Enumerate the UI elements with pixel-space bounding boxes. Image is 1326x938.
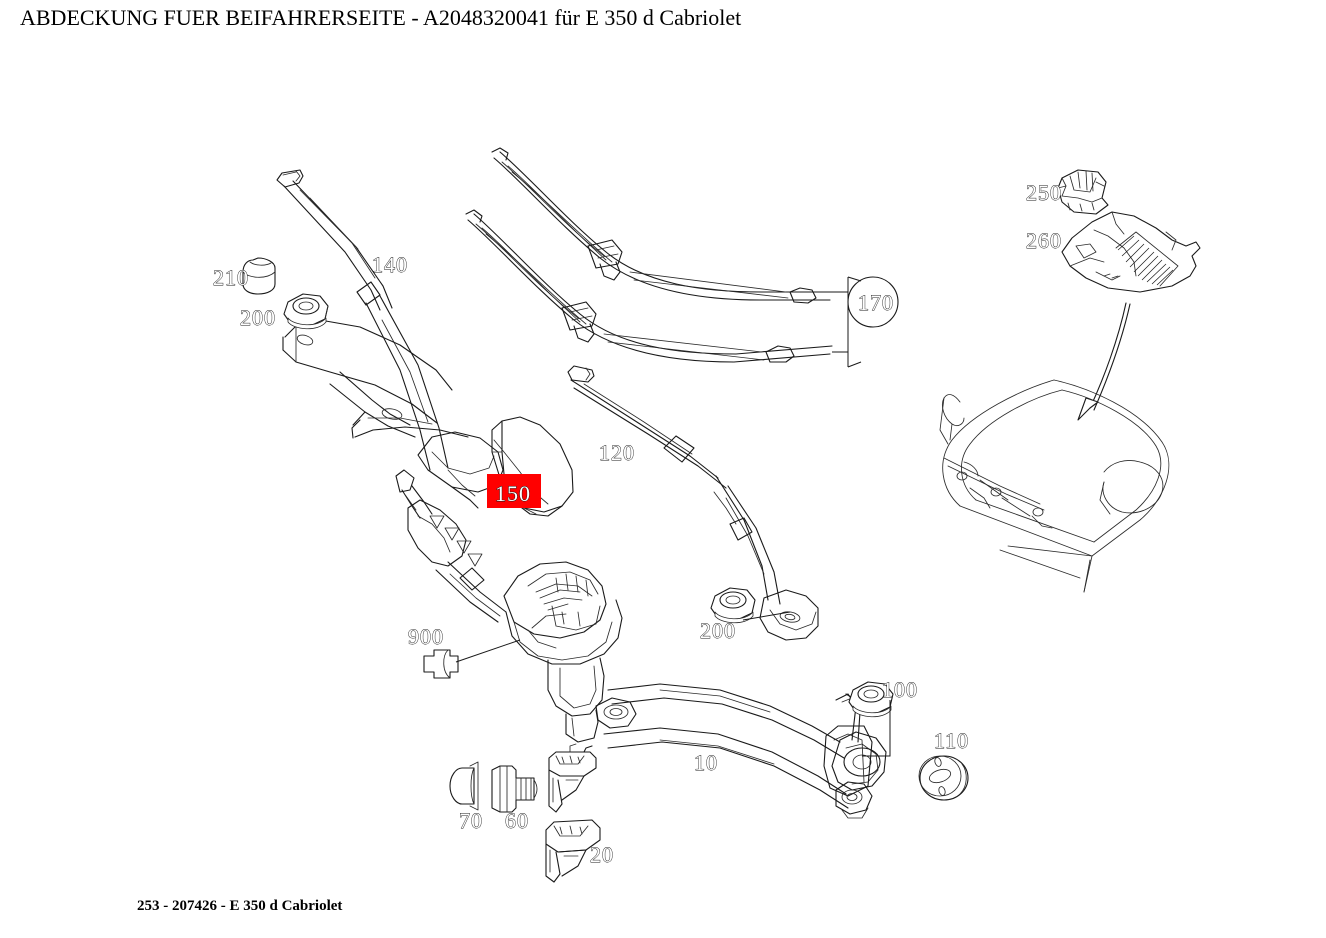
callout-150: 150 <box>495 481 531 506</box>
callout-60: 60 <box>505 808 529 833</box>
page-title: ABDECKUNG FUER BEIFAHRERSEITE - A2048320… <box>20 5 742 30</box>
callout-labels: 210 200 140 170 250 260 120 900 200 100 … <box>213 180 1062 868</box>
part-200-hex-nut-upper <box>283 293 329 330</box>
callout-200-upper: 200 <box>240 305 276 330</box>
callout-250: 250 <box>1026 180 1062 205</box>
callout-140: 140 <box>372 252 408 277</box>
part-120-wiper-arm <box>567 365 819 641</box>
part-250-rain-sensor <box>1057 169 1109 215</box>
callout-70: 70 <box>459 808 483 833</box>
part-70-grommet <box>449 761 479 811</box>
callout-210: 210 <box>213 265 249 290</box>
part-100-hex-nut <box>848 681 894 757</box>
callout-120: 120 <box>599 440 635 465</box>
callout-260: 260 <box>1026 228 1062 253</box>
part-20-bracket <box>545 743 601 883</box>
part-10-wiper-linkage <box>395 469 887 819</box>
callout-170: 170 <box>858 290 894 315</box>
callout-100: 100 <box>882 677 918 702</box>
part-170-wiper-blades <box>465 147 899 368</box>
part-110-cap <box>918 755 969 801</box>
part-140-wiper-arm <box>276 169 504 509</box>
part-200-hex-nut-lower <box>710 587 791 624</box>
callout-200-lower: 200 <box>700 618 736 643</box>
part-900-clip <box>423 639 521 679</box>
highlighted-callout-150[interactable]: 150 <box>487 474 541 508</box>
callout-20: 20 <box>590 842 614 867</box>
callout-110: 110 <box>934 728 969 753</box>
highlight-box <box>487 474 541 508</box>
callout-900: 900 <box>408 624 444 649</box>
part-210-cap <box>242 257 276 295</box>
part-60-screw <box>491 765 538 813</box>
windshield-assembly <box>939 379 1170 593</box>
part-260-sensor-cover <box>1061 211 1201 293</box>
footer-caption: 253 - 207426 - E 350 d Cabriolet <box>137 898 343 914</box>
callout-10: 10 <box>694 750 718 775</box>
sensor-install-arrow <box>1077 302 1131 421</box>
